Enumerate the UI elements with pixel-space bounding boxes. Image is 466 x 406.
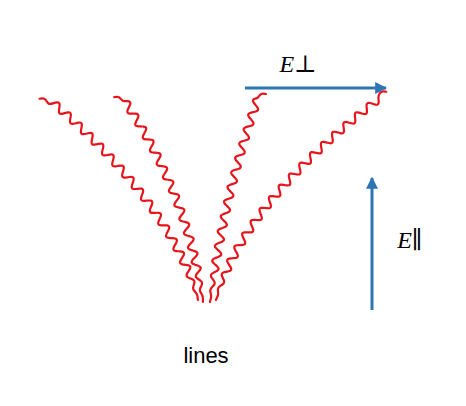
perpendicular-arrow [245,87,386,90]
wavy-line [216,91,386,300]
wavy-line [210,94,266,302]
wavy-line [114,97,203,302]
caption-label: lines [183,345,228,367]
parallel-arrow [371,178,374,310]
field-symbol: E∥ [397,228,423,252]
wavy-line [40,98,198,300]
wavy-lines [40,91,387,302]
field-symbol: E⊥ [279,52,316,76]
